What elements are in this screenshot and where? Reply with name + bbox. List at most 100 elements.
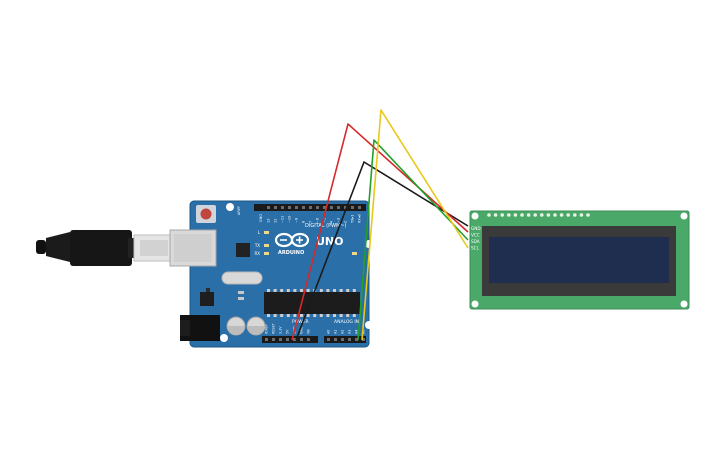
digital-pin-label: GND — [259, 214, 263, 222]
mounting-hole — [365, 321, 373, 329]
analog-pin-label: A2 — [341, 330, 345, 334]
mounting-hole — [365, 240, 373, 248]
digital-pin-label: 7 — [309, 221, 313, 223]
chip-pin — [300, 289, 303, 292]
power-pin-label: RESET — [272, 322, 276, 334]
analog-pin-label: A3 — [348, 330, 352, 334]
lcd-pin-pad — [526, 213, 531, 217]
header-socket[interactable] — [330, 206, 333, 209]
wires — [291, 109, 469, 341]
header-socket[interactable] — [274, 206, 277, 209]
header-socket[interactable] — [316, 206, 319, 209]
header-socket[interactable] — [327, 338, 330, 341]
lcd-pin-pad — [493, 213, 498, 217]
header-socket[interactable] — [307, 338, 310, 341]
header-socket[interactable] — [302, 206, 305, 209]
chip-pin — [273, 314, 277, 317]
lcd-pin-pad — [579, 213, 584, 217]
digital-pin-label: 4 — [330, 220, 334, 223]
mounting-hole — [471, 212, 479, 220]
header-socket[interactable] — [265, 338, 268, 341]
aref-label: AREF — [237, 206, 241, 215]
led-rx-label: RX — [254, 251, 260, 256]
crystal-oscillator — [221, 271, 263, 285]
lcd-pin-label: SDA — [471, 239, 480, 244]
header-socket[interactable] — [286, 338, 289, 341]
lcd-screen — [489, 237, 669, 283]
header-socket[interactable] — [334, 338, 337, 341]
mounting-hole — [220, 334, 228, 342]
lcd-pin-pad — [573, 213, 577, 217]
chip-pin — [333, 289, 336, 292]
vcc-wire[interactable] — [291, 123, 469, 341]
sda-wire[interactable] — [357, 139, 469, 341]
lcd-pin-label: GND — [471, 226, 481, 231]
led-rx — [264, 252, 269, 255]
power-pin-label: IOREF — [265, 324, 269, 334]
header-socket[interactable] — [337, 206, 340, 209]
digital-pin-label: TX▸1 — [351, 214, 355, 224]
header-socket[interactable] — [358, 206, 361, 209]
header-socket[interactable] — [309, 206, 312, 209]
chip-pin — [313, 314, 317, 317]
lcd-pin-pad — [500, 213, 505, 217]
reset-button[interactable] — [200, 208, 212, 220]
chip-pin — [293, 289, 297, 292]
lcd-pin-pad — [487, 213, 491, 217]
chip-pin — [306, 314, 310, 317]
analog-pin-label: A1 — [334, 330, 338, 334]
chip-pin — [346, 289, 350, 292]
digital-pin-label: 13 — [267, 219, 271, 223]
header-socket[interactable] — [341, 338, 344, 341]
lcd-pin-label: SCL — [471, 246, 480, 251]
header-socket[interactable] — [362, 338, 365, 341]
lcd-pin-pad — [559, 213, 564, 217]
mounting-hole — [680, 212, 688, 220]
power-pin-label: 3.3V — [279, 326, 283, 334]
power-pin-header — [262, 336, 318, 343]
header-socket[interactable] — [348, 338, 351, 341]
lcd-pin-pad — [520, 213, 524, 217]
header-socket[interactable] — [279, 338, 282, 341]
header-socket[interactable] — [344, 206, 347, 209]
usb-plug-body — [70, 230, 132, 266]
led-on — [352, 252, 357, 255]
header-socket[interactable] — [323, 206, 326, 209]
header-socket[interactable] — [288, 206, 291, 209]
chip-pin — [352, 314, 356, 317]
digital-pin-label: ~9 — [295, 218, 299, 223]
led-l-label: L — [258, 230, 261, 235]
capacitor — [226, 316, 246, 336]
chip-pin — [286, 289, 290, 292]
led-l — [264, 231, 269, 234]
smd-component — [238, 291, 244, 294]
header-socket[interactable] — [300, 338, 303, 341]
header-socket[interactable] — [272, 338, 275, 341]
lcd-top-pin-row — [487, 213, 590, 217]
board-brand-label: ARDUINO — [278, 250, 304, 256]
header-socket[interactable] — [281, 206, 284, 209]
header-socket[interactable] — [267, 206, 270, 209]
chip-pin — [339, 289, 343, 292]
header-socket[interactable] — [293, 338, 296, 341]
mounting-hole — [471, 300, 479, 308]
scl-wire[interactable] — [361, 109, 469, 341]
header-socket[interactable] — [295, 206, 298, 209]
gnd-wire[interactable] — [295, 161, 469, 341]
chip-pin — [267, 314, 270, 317]
header-socket[interactable] — [355, 338, 358, 341]
smd-component — [238, 297, 244, 300]
header-socket[interactable] — [351, 206, 354, 209]
led-tx — [264, 244, 269, 247]
usb-interface-chip — [236, 243, 250, 257]
capacitor — [246, 316, 266, 336]
digital-pin-label: ~3 — [337, 218, 341, 223]
lcd-pin-pad — [540, 213, 544, 217]
mounting-hole — [680, 300, 688, 308]
analog-pin-label: A5 — [362, 330, 366, 334]
usb-cable[interactable] — [36, 230, 173, 266]
